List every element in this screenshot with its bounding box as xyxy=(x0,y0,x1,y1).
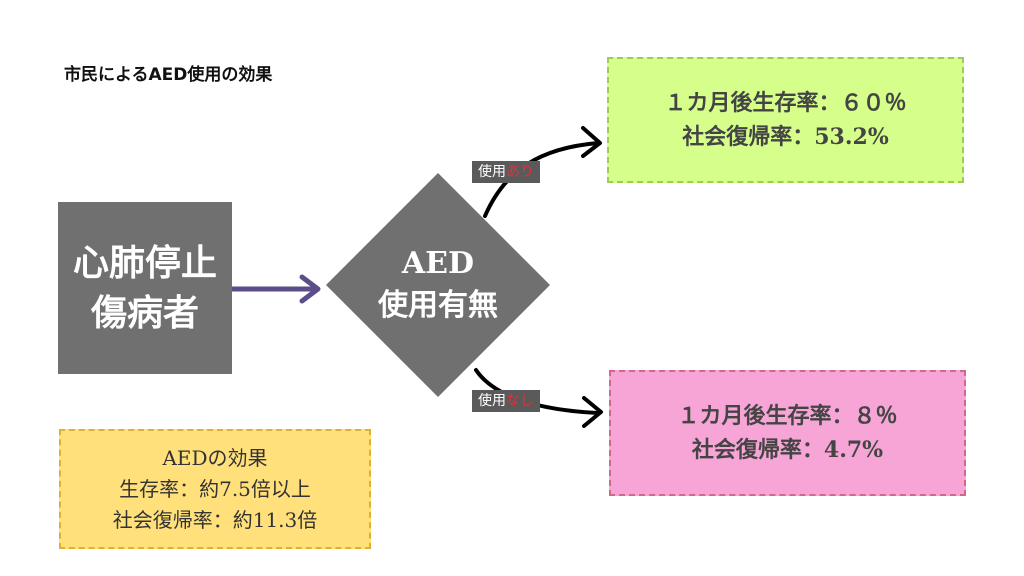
effect-recovery: 社会復帰率：約11.3倍 xyxy=(112,507,318,532)
branch-yes-highlight: あり xyxy=(506,164,534,180)
decision-line1: AED xyxy=(401,246,475,281)
page-title: 市民によるAED使用の効果 xyxy=(64,65,273,85)
start-node-line1: 心肺停止 xyxy=(72,241,217,284)
arrowhead-yes xyxy=(581,126,602,158)
arrowhead-start xyxy=(299,274,321,304)
aed-effect-box: AEDの効果 生存率：約7.5倍以上 社会復帰率：約11.3倍 xyxy=(59,429,371,549)
arrowhead-no xyxy=(582,396,603,428)
result-yes-box: １カ月後生存率：６０％ 社会復帰率：53.2% xyxy=(607,57,964,183)
decision-diamond-shape xyxy=(326,173,550,397)
branch-no-highlight: なし xyxy=(506,393,534,409)
start-node-line2: 傷病者 xyxy=(90,292,199,334)
decision-node: AED 使用有無 xyxy=(326,173,550,397)
effect-survival: 生存率：約7.5倍以上 xyxy=(119,476,311,501)
result-yes-survival: １カ月後生存率：６０％ xyxy=(664,89,907,116)
result-yes-recovery: 社会復帰率：53.2% xyxy=(682,124,889,150)
branch-no-label: 使用なし xyxy=(472,390,540,412)
decision-line2: 使用有無 xyxy=(378,288,498,323)
start-node: 心肺停止 傷病者 xyxy=(58,202,232,374)
branch-no-prefix: 使用 xyxy=(478,393,506,409)
branch-yes-label: 使用あり xyxy=(472,161,540,183)
result-no-survival: １カ月後生存率：８％ xyxy=(677,402,898,429)
result-no-box: １カ月後生存率：８％ 社会復帰率：4.7% xyxy=(609,370,966,496)
branch-yes-prefix: 使用 xyxy=(478,164,506,180)
effect-heading: AEDの効果 xyxy=(162,445,268,470)
result-no-recovery: 社会復帰率：4.7% xyxy=(691,437,884,463)
